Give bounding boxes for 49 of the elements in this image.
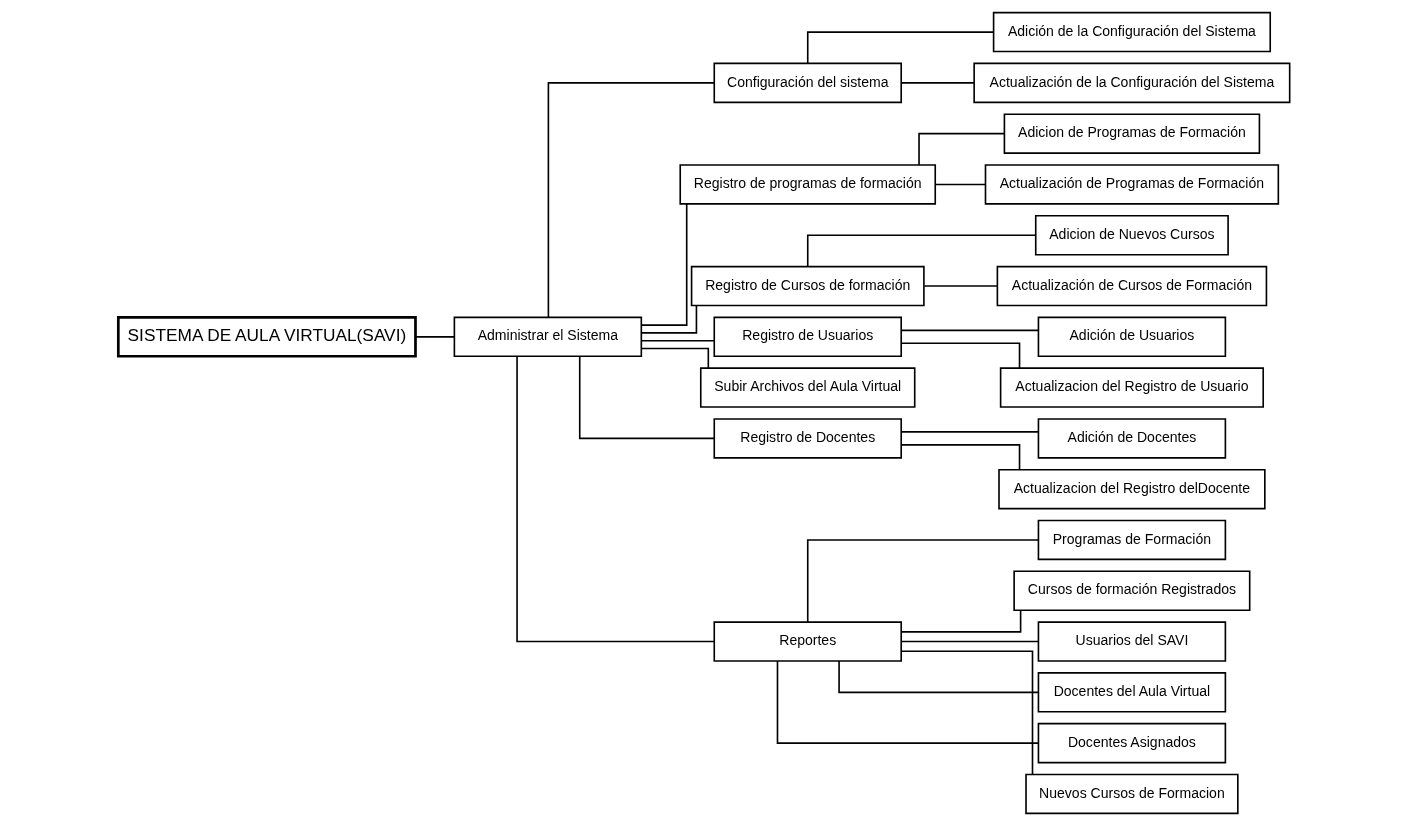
connector: [414, 336, 455, 338]
connector: [934, 183, 986, 186]
connector: [899, 342, 1020, 369]
node-box: Actualización de Programas de Formación: [984, 164, 1279, 205]
node-box: Actualización de Cursos de Formación: [996, 265, 1267, 307]
node-box: Actualizacion del Registro de Usuario: [999, 367, 1264, 408]
connector: [900, 431, 1039, 433]
node-box: Docentes Asignados: [1037, 722, 1226, 764]
node-box: Adición de Docentes: [1037, 418, 1226, 459]
node-box: Cursos de formación Registrados: [1012, 570, 1250, 611]
node-box: Registro de programas de formación: [678, 164, 936, 205]
node-box: Configuración del sistema: [712, 62, 902, 104]
connector: [900, 329, 1039, 332]
connector: [899, 444, 1020, 471]
node-box: Reportes: [712, 621, 902, 662]
connector: [837, 660, 1039, 694]
connector: [640, 304, 697, 334]
connector: [917, 132, 1005, 166]
connector: [923, 285, 998, 287]
node-box: Subir Archivos del Aula Virtual: [699, 367, 915, 408]
connector: [776, 660, 1039, 744]
connector: [640, 339, 715, 342]
node-box: SISTEMA DE AULA VIRTUAL(SAVI): [116, 316, 417, 358]
node-box: Administrar el Sistema: [453, 316, 642, 358]
connector: [900, 609, 1021, 633]
connector: [515, 355, 715, 643]
connector: [640, 347, 709, 369]
node-box: Programas de Formación: [1037, 519, 1226, 561]
node-box: Registro de Docentes: [712, 418, 902, 459]
connector: [806, 31, 994, 65]
connector: [578, 355, 715, 440]
node-box: Adicion de Nuevos Cursos: [1034, 215, 1229, 256]
node-box: Nuevos Cursos de Formacion: [1024, 773, 1239, 815]
connector: [900, 82, 975, 84]
connector: [900, 640, 1039, 643]
node-box: Usuarios del SAVI: [1037, 621, 1226, 662]
connector: [806, 539, 1039, 623]
node-box: Actualización de la Configuración del Sistema: [972, 62, 1290, 104]
connector: [806, 234, 1036, 268]
connector: [900, 650, 1033, 776]
node-box: Registro de Cursos de formación: [690, 265, 925, 307]
connector: [547, 82, 715, 319]
node-box: Registro de Usuarios: [712, 316, 902, 358]
node-box: Docentes del Aula Virtual: [1037, 672, 1226, 713]
connector: [640, 203, 687, 326]
node-box: Actualizacion del Registro delDocente: [997, 468, 1266, 510]
node-box: Adición de la Configuración del Sistema: [992, 11, 1271, 53]
node-box: Adicion de Programas de Formación: [1003, 113, 1260, 154]
node-box: Adición de Usuarios: [1037, 316, 1226, 358]
